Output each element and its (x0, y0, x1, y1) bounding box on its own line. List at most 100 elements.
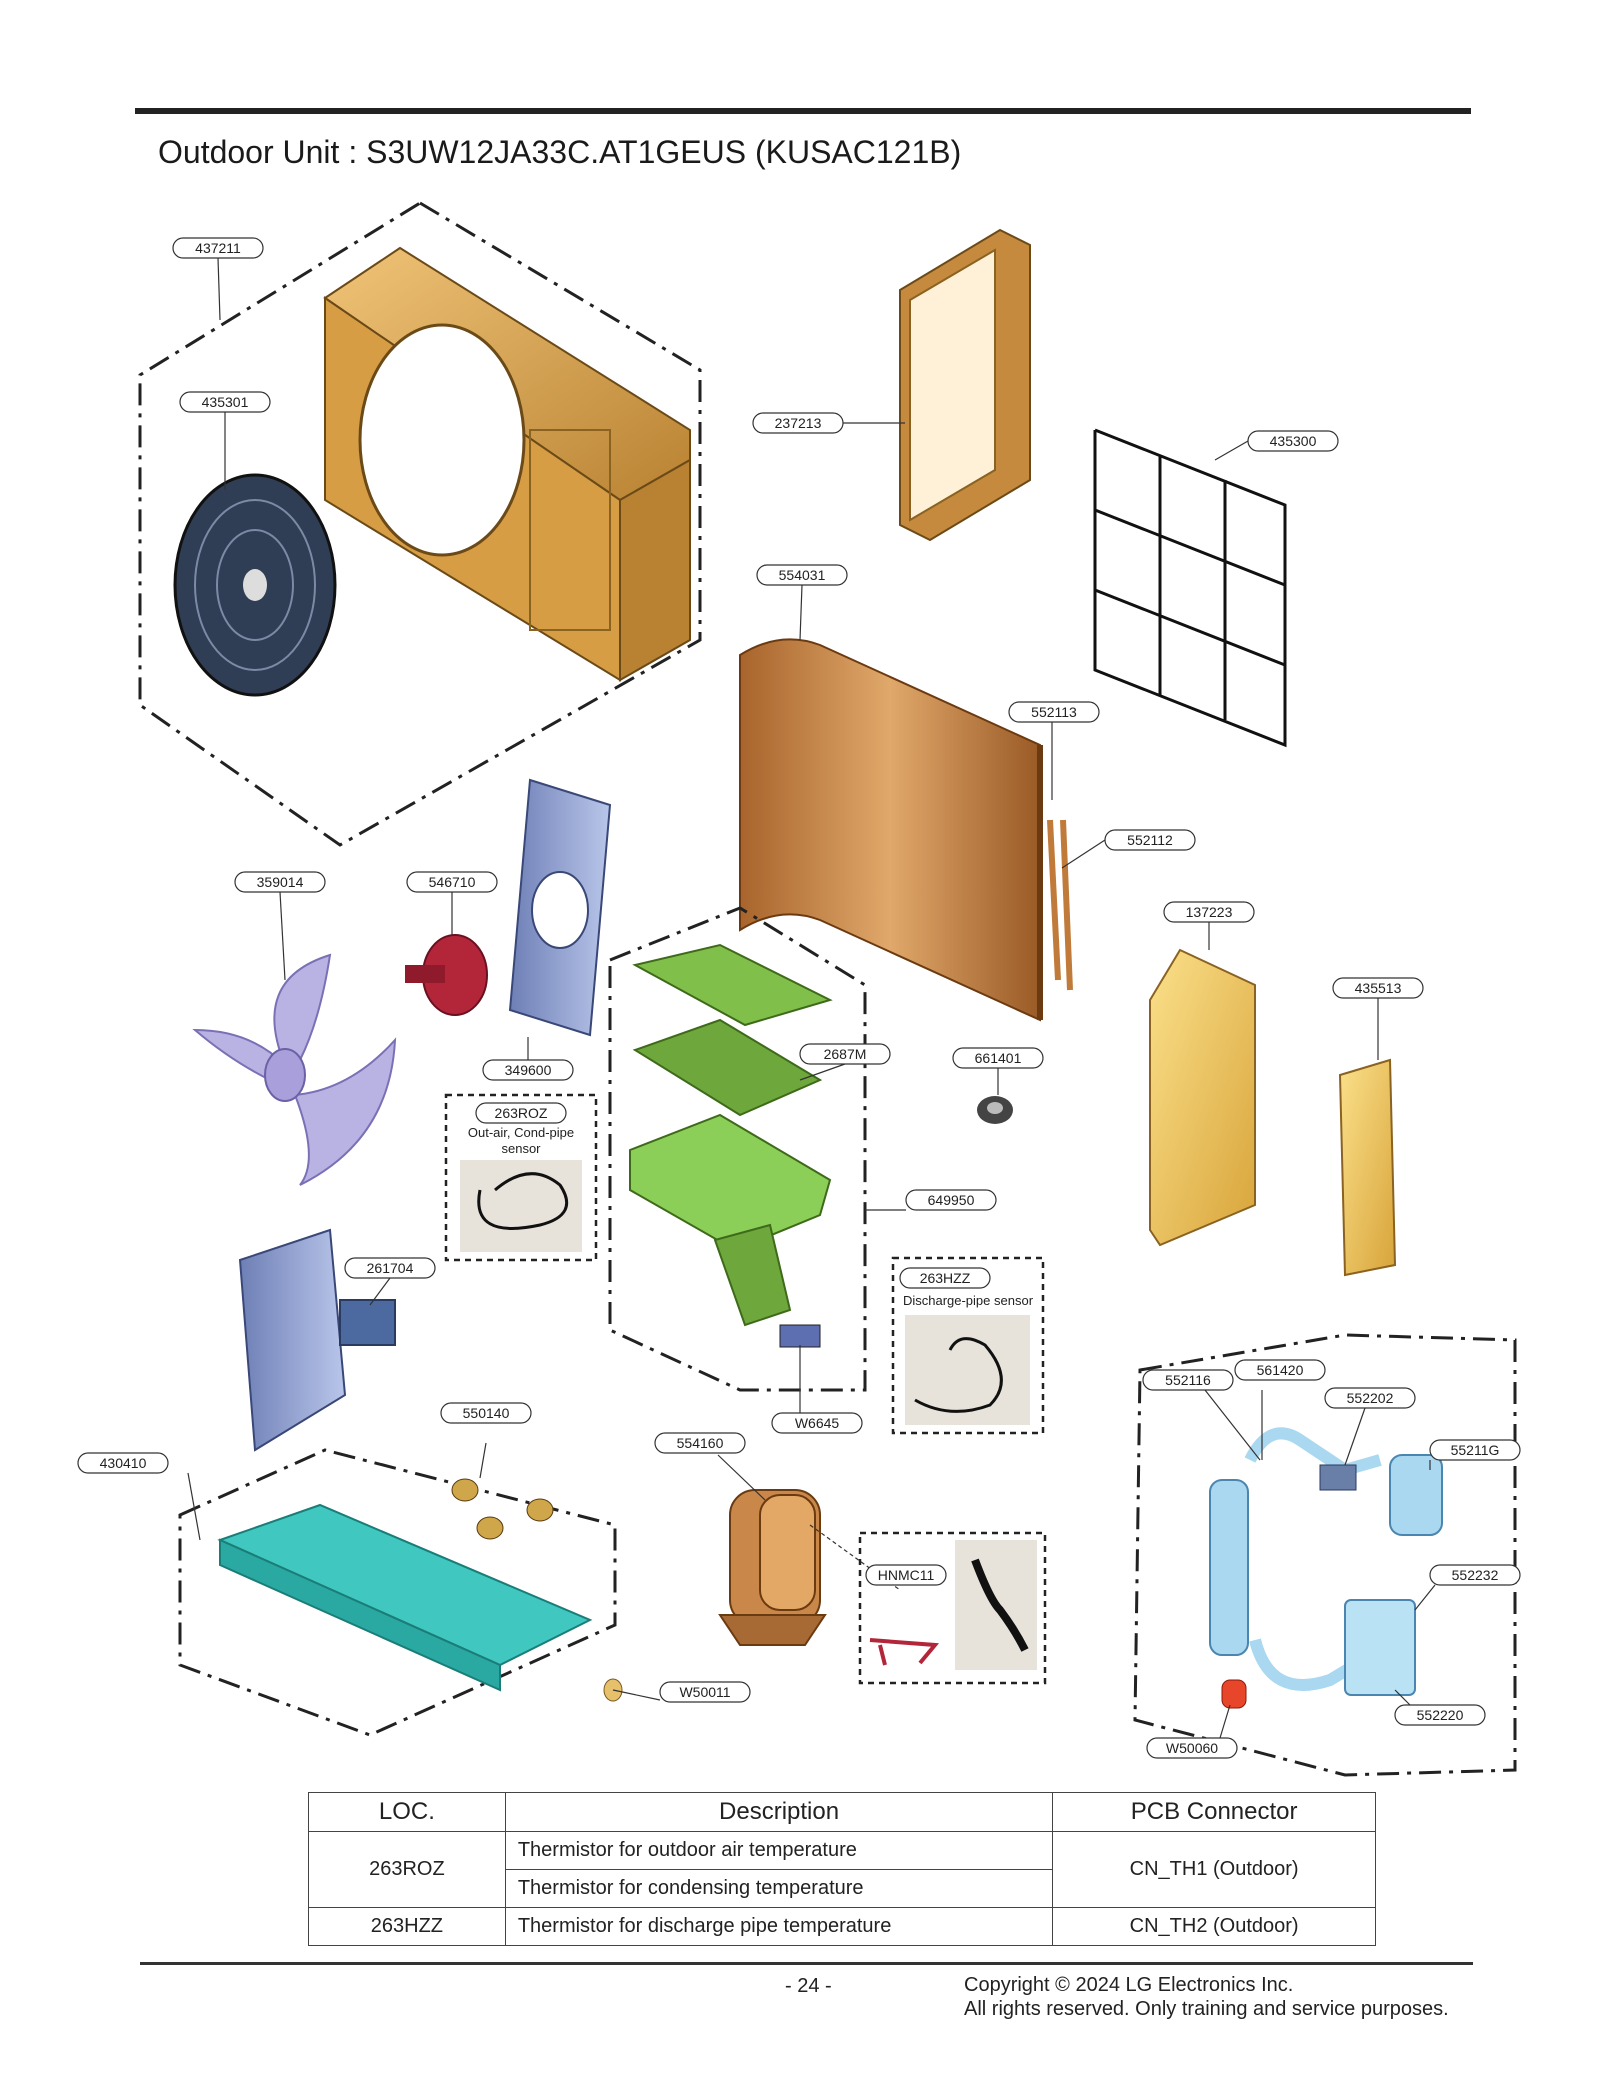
header-description: Description (504, 1792, 1054, 1832)
leader-lines (187, 257, 1436, 1739)
row-263roz-loc: 263ROZ (308, 1831, 506, 1908)
table-row: 263HZZ Thermistor for discharge pipe tem… (308, 1907, 1376, 1946)
ferrite-core (977, 1096, 1013, 1124)
callout-55211G: 55211G (1429, 1439, 1521, 1461)
table-row: 263ROZ Thermistor for outdoor air temper… (308, 1831, 1376, 1908)
copyright-notice: Copyright © 2024 LG Electronics Inc. All… (964, 1973, 1449, 2021)
condenser-coil (739, 638, 1073, 1022)
callout-261704: 261704 (344, 1257, 436, 1279)
piping-group-outline (1133, 1333, 1517, 1777)
svg-text:437211: 437211 (195, 240, 241, 256)
sensor-263hzz-caption: Discharge-pipe sensor (903, 1293, 1034, 1308)
hnmc11-photo (955, 1540, 1037, 1670)
svg-text:137223: 137223 (1186, 904, 1233, 920)
header-pcb-connector: PCB Connector (1052, 1792, 1376, 1832)
svg-text:546710: 546710 (429, 874, 476, 890)
rubber-feet (451, 1478, 554, 1540)
svg-text:661401: 661401 (975, 1050, 1022, 1066)
svg-text:55211G: 55211G (1451, 1442, 1500, 1458)
svg-text:261704: 261704 (367, 1260, 414, 1276)
row-263hzz-connector: CN_TH2 (Outdoor) (1052, 1907, 1376, 1946)
callout-137223: 137223 (1163, 901, 1255, 923)
header-loc: LOC. (308, 1792, 506, 1832)
compressor-terminal-cover (869, 1638, 940, 1666)
valve-cap (1221, 1679, 1247, 1709)
callout-W6645: W6645 (771, 1412, 863, 1434)
callout-552232: 552232 (1429, 1564, 1521, 1586)
callout-435513: 435513 (1332, 977, 1424, 999)
sensor-263roz-frame (444, 1093, 598, 1262)
callout-359014: 359014 (234, 871, 326, 893)
callout-263ROZ: 263ROZ (475, 1102, 567, 1124)
callout-561420: 561420 (1234, 1359, 1326, 1381)
callout-546710: 546710 (406, 871, 498, 893)
sensor-263roz-caption-line1: Out-air, Cond-pipe (468, 1125, 574, 1140)
svg-text:430410: 430410 (100, 1455, 147, 1471)
callout-237213: 237213 (752, 412, 844, 434)
base-pan-group-outline (178, 1448, 617, 1737)
svg-text:359014: 359014 (257, 874, 304, 890)
callout-552113: 552113 (1008, 701, 1100, 723)
callout-661401: 661401 (952, 1047, 1044, 1069)
page-number: - 24 - (785, 1975, 832, 1997)
sensor-263roz-caption-line2: sensor (501, 1141, 541, 1156)
svg-text:237213: 237213 (775, 415, 822, 431)
cabinet-group-outline (138, 201, 702, 847)
row-263hzz-desc: Thermistor for discharge pipe temperatur… (504, 1907, 1054, 1946)
rear-wire-grille (1093, 428, 1287, 748)
control-box-group-outline (608, 906, 867, 1392)
svg-text:550140: 550140 (463, 1405, 510, 1421)
callout-435301: 435301 (179, 391, 271, 413)
svg-text:W6645: W6645 (795, 1415, 840, 1431)
callout-W50011: W50011 (659, 1681, 751, 1703)
front-cabinet (323, 246, 691, 682)
callout-649950: 649950 (905, 1189, 997, 1211)
table-row: Thermistor for condensing temperature (309, 1869, 1376, 1908)
rear-guard-panel (899, 228, 1031, 542)
copyright-line-2: All rights reserved. Only training and s… (964, 1998, 1449, 2020)
row-263roz-desc-1: Thermistor for outdoor air temperature (504, 1831, 1054, 1870)
pcb-assembly (629, 943, 833, 1348)
right-side-panel (1149, 948, 1256, 1247)
svg-text:435300: 435300 (1270, 433, 1317, 449)
callout-552112: 552112 (1104, 829, 1196, 851)
svg-text:554160: 554160 (677, 1435, 724, 1451)
thermistor-legend-table: LOC. Description PCB Connector 263ROZ Th… (308, 1792, 1376, 1946)
callout-554031: 554031 (756, 564, 848, 586)
svg-text:263ROZ: 263ROZ (495, 1105, 548, 1121)
row-263hzz-loc: 263HZZ (308, 1907, 506, 1946)
svg-text:552202: 552202 (1347, 1390, 1394, 1406)
top-rule (135, 108, 1471, 114)
row-263roz-desc-2: Thermistor for condensing temperature (504, 1869, 1054, 1908)
table-header-row: LOC. Description PCB Connector (308, 1792, 1376, 1832)
svg-text:552112: 552112 (1127, 832, 1173, 848)
svg-text:263HZZ: 263HZZ (920, 1270, 971, 1286)
fan-motor (405, 934, 488, 1016)
svg-text:554031: 554031 (779, 567, 826, 583)
svg-text:W50060: W50060 (1166, 1740, 1218, 1756)
compressor (718, 1489, 827, 1646)
base-pan (217, 1503, 593, 1692)
fan-guard-grille (173, 473, 337, 697)
refrigerant-piping-assembly (1209, 1427, 1443, 1696)
svg-text:435301: 435301 (202, 394, 249, 410)
svg-text:552113: 552113 (1031, 704, 1077, 720)
barrier-panel-with-reactor (238, 1228, 396, 1452)
callout-554160: 554160 (654, 1432, 746, 1454)
row-263roz-connector: CN_TH1 (Outdoor) (1052, 1831, 1376, 1908)
callout-552202: 552202 (1324, 1387, 1416, 1409)
callout-430410: 430410 (77, 1452, 169, 1474)
svg-text:HNMC11: HNMC11 (878, 1567, 935, 1583)
sensor-263hzz-photo (905, 1315, 1030, 1425)
callout-437211: 437211 (172, 237, 264, 259)
motor-mount-bracket (508, 778, 612, 1037)
svg-text:W50011: W50011 (679, 1684, 730, 1700)
exploded-parts-diagram: Out-air, Cond-pipe sensor Discharge-pipe… (77, 201, 1521, 1777)
svg-text:2687M: 2687M (824, 1046, 867, 1062)
page-title: Outdoor Unit : S3UW12JA33C.AT1GEUS (KUSA… (158, 134, 962, 170)
svg-text:552116: 552116 (1165, 1372, 1211, 1388)
callout-W50060: W50060 (1146, 1737, 1238, 1759)
copyright-line-1: Copyright © 2024 LG Electronics Inc. (964, 1974, 1294, 1996)
svg-text:561420: 561420 (1257, 1362, 1304, 1378)
sensor-263roz-photo (460, 1160, 582, 1252)
